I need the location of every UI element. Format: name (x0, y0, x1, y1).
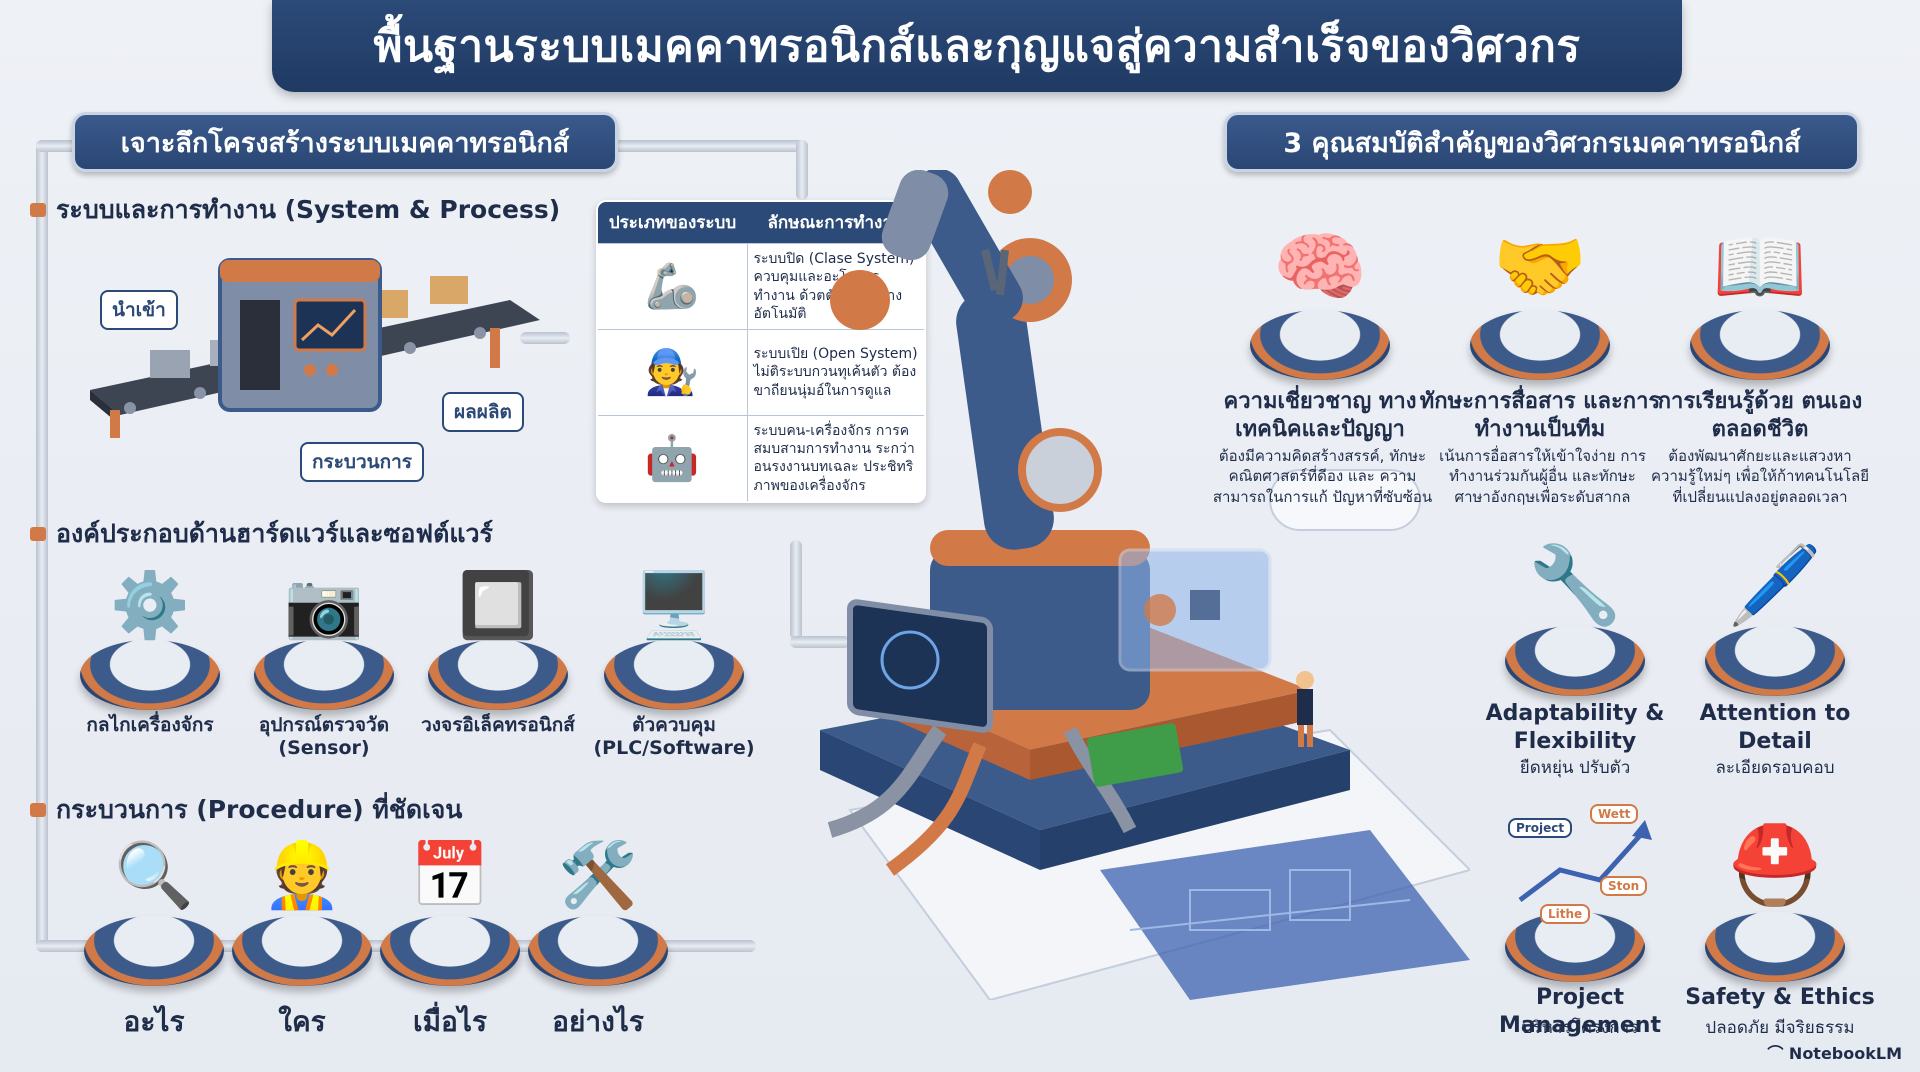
multitool-icon: 🔧 (1527, 540, 1623, 629)
page-title: พื้นฐานระบบเมคคาทรอนิกส์และกุญแจสู่ความส… (272, 0, 1682, 92)
pedestal (232, 916, 372, 986)
closed-loop-robot-icon: 🦾 (598, 243, 748, 330)
sensor-icon: 📷 (284, 569, 364, 643)
pipe-connector-icon (30, 527, 46, 541)
extra-sub: บริหารโครงการ (1521, 1018, 1639, 1038)
extra-sub: ละเอียดรอบคอบ (1715, 758, 1835, 778)
system-types-table: ประเภทของระบบ ลักษณะการทำงาน 🦾 ระบบปิด (… (596, 200, 926, 503)
brand-label: ⌒ NotebookLM (1767, 1040, 1902, 1064)
helmet-shield-icon: ⛑️ (1727, 820, 1823, 909)
quality-title: ความเชี่ยวชาญ ทางเทคนิคและปัญญา (1223, 389, 1417, 442)
pipe-drop (796, 140, 808, 200)
pedestal (80, 640, 220, 710)
pedestal (428, 640, 568, 710)
gears-icon: ⚙️ (110, 569, 190, 643)
table-row: 🧑‍🔧 ระบบเปิย (Open System) ไม่ติระบบกวนท… (598, 329, 924, 416)
book-growth-icon: 📖 (1712, 222, 1808, 311)
chart-tag-end: Wett (1590, 804, 1639, 824)
quality-desc: ต้องพัฒนาศักยะและแสวงหา ความรู้ใหม่ๆ เพื… (1650, 447, 1869, 506)
quality-title: ทักษะการสื่อสาร และการทำงานเป็นทีม (1419, 389, 1661, 442)
procedure-heading: กระบวนการ (Procedure) ที่ชัดเจน (30, 790, 462, 830)
circuit-board-icon: 🔲 (458, 569, 538, 643)
procedure-label: ใคร (278, 1005, 326, 1038)
procedure-heading-text: กระบวนการ (Procedure) ที่ชัดเจน (56, 795, 463, 824)
project-chart-icon (1518, 820, 1652, 902)
table-header-type: ประเภทของระบบ (598, 201, 747, 244)
brand-icon: ⌒ (1767, 1044, 1784, 1063)
procedure-label: อย่างไร (552, 1005, 644, 1038)
pedestal (1505, 626, 1645, 696)
pedestal (84, 916, 224, 986)
extra-title: Attention to Detail (1699, 701, 1851, 754)
process-tag: กระบวนการ (300, 442, 425, 482)
chart-tag-project: Project (1508, 818, 1573, 838)
right-section-header: 3 คุณสมบัติสำคัญของวิศวกรเมคคาทรอนิกส์ (1224, 112, 1860, 172)
chart-tag-mid: Lithe (1540, 904, 1591, 924)
conveyor-illustration (90, 258, 540, 438)
quality-desc: ต้องมีความคิดสร้างสรรค์, ทักษะคณิตศาสตร์… (1212, 447, 1433, 506)
extra-sub: ปลอดภัย มีจริยธรรม (1705, 1018, 1855, 1038)
system-heading: ระบบและการทำงาน (System & Process) (30, 190, 560, 230)
extra-title: Project Management (1499, 985, 1661, 1038)
table-cell: ระบบคน-เครื่องจักร การคสมบสามการทำงาน ระ… (747, 414, 924, 501)
plc-icon: 🖥️ (634, 569, 714, 643)
input-tag: นำเข้า (100, 290, 178, 330)
question-magnifier-icon: 🔍 (114, 839, 194, 913)
pedestal (1470, 310, 1610, 380)
extra-title: Adaptability & Flexibility (1485, 701, 1665, 754)
hardware-label: กลไกเครื่องจักร (86, 714, 214, 736)
table-cell: ระบบเปิย (Open System) ไม่ติระบบกวนทุเค้… (747, 329, 924, 416)
worker-icon: 👷 (262, 839, 342, 913)
extra-sub: ยืดหยุ่น ปรับตัว (1519, 758, 1631, 778)
hardware-label: อุปกรณ์ตรวจวัด (Sensor) (258, 714, 390, 759)
pipe-table-robot (790, 540, 802, 640)
left-section-header: เจาะลึกโครงสร้างระบบเมคคาทรอนิกส์ (72, 112, 618, 172)
procedure-label: เมื่อไร (413, 1005, 487, 1038)
table-row: 🤖 ระบบคน-เครื่องจักร การคสมบสามการทำงาน … (598, 414, 924, 501)
hardware-label: ตัวควบคุม (PLC/Software) (593, 714, 755, 759)
hardware-heading-text: องค์ประกอบด้านฮาร์ดแวร์และซอฟต์แวร์ (56, 519, 493, 548)
calendar-clock-icon: 📅 (410, 839, 490, 913)
pedestal (254, 640, 394, 710)
pipe-vertical-left (36, 140, 48, 950)
pedestal (380, 916, 520, 986)
pipe-to-robot (790, 636, 850, 648)
pedestal (1705, 912, 1845, 982)
pipe-connector-icon (30, 803, 46, 817)
extra-title: Safety & Ethics (1685, 985, 1875, 1010)
tools-blueprint-icon: 🛠️ (558, 839, 638, 913)
communication-icon: 🤝 (1492, 222, 1588, 311)
pedestal (528, 916, 668, 986)
pedestal (604, 640, 744, 710)
system-heading-text: ระบบและการทำงาน (System & Process) (56, 195, 561, 224)
pipe-top-right (612, 140, 808, 152)
pedestal (1705, 626, 1845, 696)
output-tag: ผลผลิต (442, 392, 524, 432)
brand-text: NotebookLM (1788, 1044, 1902, 1063)
pedestal (1690, 310, 1830, 380)
pen-precision-icon: 🖊️ (1727, 540, 1823, 629)
brain-gear-icon: 🧠 (1272, 222, 1368, 311)
human-robot-icon: 🤖 (598, 414, 748, 501)
hardware-label: วงจรอิเล็คทรอนิกส์ (421, 714, 575, 736)
pipe-top-left (36, 140, 82, 152)
pedestal (1250, 310, 1390, 380)
hardware-heading: องค์ประกอบด้านฮาร์ดแวร์และซอฟต์แวร์ (30, 514, 493, 554)
pipe-connector-icon (30, 203, 46, 217)
quality-desc: เน้นการอื่อสารให้เข้าใจง่าย การทำงานร่วม… (1439, 447, 1646, 506)
quality-title: การเรียนรู้ด้วย ตนเองตลอดชีวิต (1657, 389, 1863, 442)
chart-tag-low: Ston (1600, 876, 1648, 896)
robot-arm-illustration (820, 170, 1470, 1000)
procedure-label: อะไร (123, 1005, 185, 1038)
operator-panel-icon: 🧑‍🔧 (598, 329, 748, 416)
pipe-sys-table (520, 332, 570, 344)
